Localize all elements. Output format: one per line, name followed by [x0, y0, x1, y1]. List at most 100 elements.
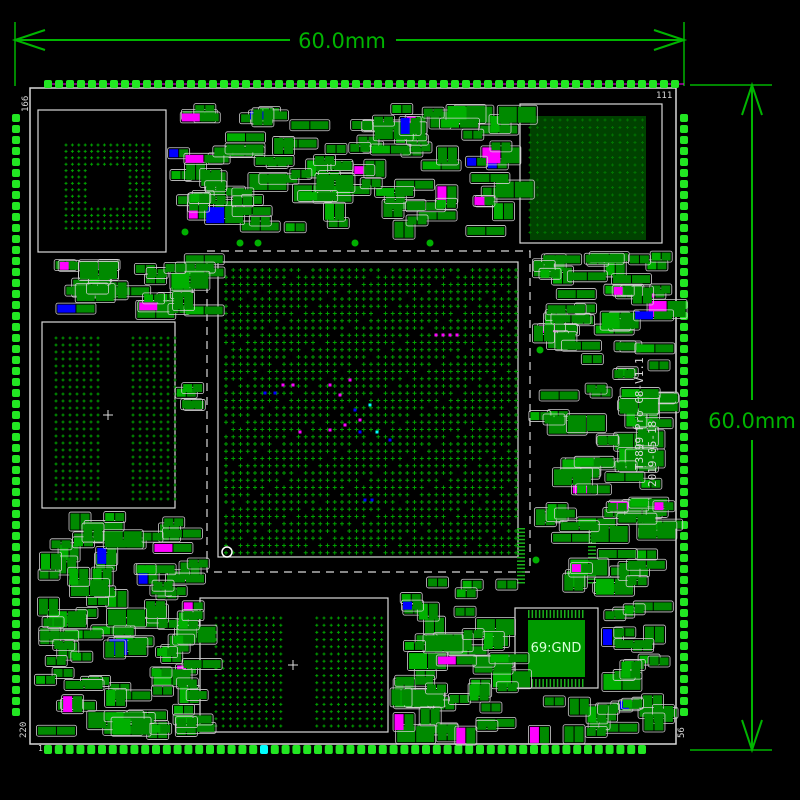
edge-pad: [680, 686, 688, 694]
ball: [267, 275, 272, 280]
ball: [412, 311, 417, 316]
component-pad: [374, 116, 384, 125]
ball: [83, 201, 87, 205]
ball: [77, 226, 81, 230]
ball: [245, 268, 250, 272]
ball: [347, 536, 352, 541]
edge-pad: [314, 745, 322, 754]
edge-pad: [680, 147, 688, 155]
ball: [303, 478, 308, 483]
ball: [398, 471, 402, 475]
component-pad: [562, 341, 581, 350]
ball: [152, 413, 156, 417]
ball: [441, 507, 446, 512]
ball: [257, 710, 261, 714]
ball: [477, 268, 482, 272]
ball: [499, 311, 504, 316]
ball: [514, 405, 518, 410]
ball: [325, 500, 330, 504]
ball: [506, 442, 511, 446]
ball: [134, 213, 138, 217]
ball: [427, 434, 431, 439]
component-outline: [467, 682, 491, 703]
component-pad: [540, 391, 559, 400]
ball: [68, 399, 72, 403]
ball: [141, 220, 145, 224]
component-pad: [182, 529, 201, 538]
ball: [329, 645, 333, 649]
ball: [54, 399, 58, 403]
ball: [470, 333, 475, 338]
ball: [267, 449, 272, 454]
ball: [506, 384, 511, 388]
edge-pad: [680, 224, 688, 232]
ball: [221, 623, 225, 627]
ball: [250, 623, 254, 627]
ball: [289, 529, 294, 533]
component-outline: [481, 631, 505, 651]
ball: [398, 442, 402, 446]
ball: [131, 406, 135, 410]
ball: [347, 471, 352, 475]
component-outline: [613, 626, 637, 639]
component-pad: [72, 652, 82, 661]
ball: [354, 456, 359, 461]
ball: [245, 311, 250, 316]
ball: [419, 297, 424, 301]
ball: [336, 616, 340, 620]
component-pad: [193, 611, 203, 620]
ball: [221, 688, 225, 692]
ball: [470, 275, 475, 280]
ball: [419, 391, 424, 396]
qfp-pin: [517, 560, 525, 562]
ball: [485, 326, 489, 330]
ball: [456, 456, 460, 461]
ball: [152, 441, 156, 445]
component-pad: [415, 676, 434, 685]
ball: [274, 427, 279, 432]
ball: [89, 378, 93, 382]
component-outline: [188, 192, 212, 204]
ball: [383, 318, 388, 323]
component-outline: [181, 600, 205, 613]
ball: [238, 514, 243, 519]
ball: [82, 350, 86, 354]
ball: [340, 478, 344, 483]
ball: [236, 666, 240, 670]
ball: [311, 413, 315, 417]
ball: [485, 463, 489, 468]
component-pad: [463, 130, 473, 139]
ball: [365, 724, 369, 728]
ball: [231, 369, 236, 374]
ball: [318, 369, 323, 374]
ball: [89, 441, 93, 445]
ball: [279, 616, 283, 620]
ball: [398, 369, 402, 374]
ball: [340, 376, 344, 381]
component-pad: [137, 565, 156, 574]
component-outline: [542, 413, 566, 426]
component-pad: [604, 509, 614, 518]
component-pad: [609, 525, 628, 542]
ball: [289, 369, 294, 374]
ball: [221, 616, 225, 620]
component-pad: [92, 626, 111, 635]
ball: [365, 681, 369, 685]
component-pad: [509, 654, 528, 663]
component-pad: [139, 302, 158, 311]
ball: [279, 688, 283, 692]
ball: [318, 492, 323, 497]
highlighted-ball: [368, 403, 372, 407]
ball: [383, 514, 388, 519]
component-pad: [102, 568, 112, 585]
ball: [231, 340, 236, 345]
ball: [441, 311, 446, 316]
component-outline: [39, 551, 62, 572]
ball: [448, 550, 453, 555]
ball: [253, 442, 257, 446]
ball: [477, 478, 482, 483]
ball: [272, 616, 276, 620]
ball: [115, 207, 119, 211]
ball: [253, 514, 257, 519]
